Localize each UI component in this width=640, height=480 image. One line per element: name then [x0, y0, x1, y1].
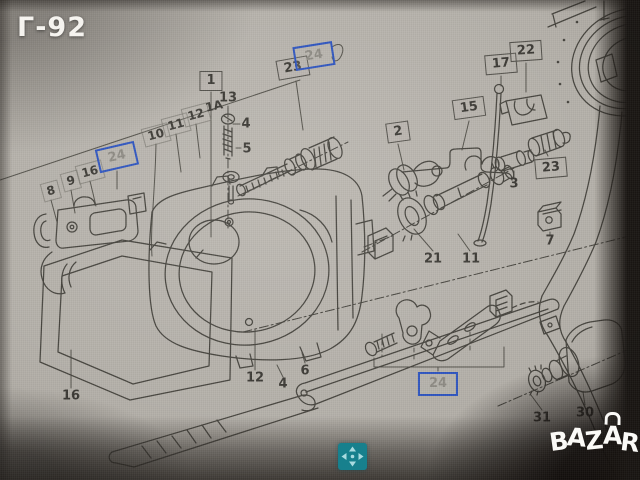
- bulb-2-drawing: [382, 160, 443, 202]
- watermark-letter: Z: [584, 425, 605, 456]
- callout-5: 5: [242, 141, 252, 157]
- callout-1[interactable]: 1: [199, 71, 223, 91]
- callout-2[interactable]: 2: [385, 120, 411, 144]
- bulb-3-socket-drawing: [494, 128, 571, 172]
- trim-frame-drawing: [39, 239, 233, 401]
- lens-strip-drawing: [108, 394, 319, 468]
- callout-4-top: 4: [241, 116, 251, 132]
- connector-7-drawing: [537, 201, 562, 232]
- callout-23-right[interactable]: 23: [534, 156, 568, 180]
- callout-4-bottom: 4: [278, 376, 288, 392]
- callout-12-bottom: 12: [245, 370, 265, 386]
- four-way-arrows-glyph: [341, 446, 364, 467]
- callout-24-bottom-highlight[interactable]: 24: [417, 372, 459, 396]
- pan-icon[interactable]: [338, 443, 367, 470]
- watermark-letter: R: [618, 426, 640, 458]
- callout-6: 6: [300, 363, 310, 379]
- callout-30: 30: [575, 405, 595, 421]
- callout-16-bottom: 16: [61, 388, 81, 404]
- rod-17-drawing: [473, 83, 505, 247]
- left-bracket-drawing: [33, 192, 147, 295]
- bracket-24-group-drawing: [364, 289, 513, 362]
- callout-11-mid: 11: [461, 251, 481, 267]
- adjuster-21-11-drawing: [367, 155, 515, 260]
- callout-22[interactable]: 22: [509, 39, 543, 63]
- watermark-letter-bag-a: A: [602, 420, 622, 451]
- wire-15-drawing: [401, 147, 513, 181]
- callout-13: 13: [218, 90, 238, 106]
- figure-code-label: Г-92: [17, 12, 87, 43]
- screw-washer-drawing: [220, 113, 240, 227]
- bazar-watermark: BAZAR: [547, 420, 640, 458]
- callout-3: 3: [509, 176, 519, 192]
- callout-31: 31: [532, 410, 552, 426]
- callout-7: 7: [545, 233, 555, 249]
- headlamp-housing-drawing: [148, 166, 375, 369]
- rubber-cap-drawing: [547, 0, 640, 117]
- holder-22-drawing: [499, 94, 548, 126]
- adjuster-screw-drawing: [235, 136, 343, 197]
- callout-21: 21: [423, 251, 443, 267]
